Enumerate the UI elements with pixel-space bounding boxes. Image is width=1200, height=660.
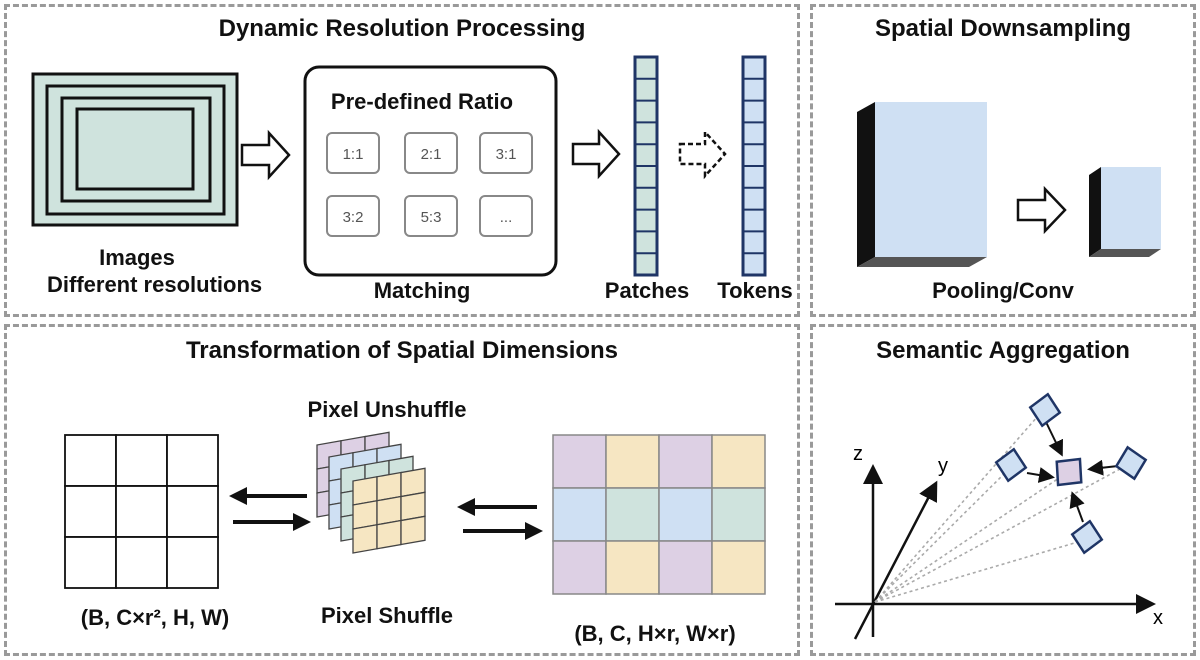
- spatial-transform-panel: Transformation of Spatial Dimensions Pix…: [4, 324, 800, 656]
- right-arrow-icon: [240, 129, 291, 181]
- dynamic-resolution-diagram: 1:1 2:1 3:1 3:2 5:3 ...: [31, 55, 767, 277]
- layer-cell: [400, 515, 426, 546]
- token-bottom: [1070, 519, 1104, 555]
- color-cell: [605, 540, 660, 595]
- semantic-aggregation-diagram: z y x: [835, 392, 1163, 640]
- grid-cell: [115, 536, 168, 589]
- color-cell: [658, 487, 713, 542]
- aggregation-arrows: [1026, 421, 1119, 523]
- pooling-conv-label: Pooling/Conv: [932, 278, 1074, 303]
- right-arrow-icon: [1016, 185, 1067, 235]
- grid-cell: [166, 434, 219, 487]
- left-grid: [64, 434, 219, 589]
- right-arrow-icon: [571, 128, 621, 180]
- predefined-ratio-title: Pre-defined Ratio: [330, 89, 514, 114]
- pixel-shuffle-label: Pixel Shuffle: [320, 603, 454, 628]
- color-cell: [658, 540, 713, 595]
- ratio-2-1: 2:1: [421, 146, 442, 163]
- right-shape-label: (B, C, H×r, W×r): [574, 621, 736, 646]
- x-axis-label: x: [1153, 607, 1163, 629]
- y-axis: [853, 480, 938, 640]
- grid-cell: [166, 536, 219, 589]
- y-axis-label: y: [938, 455, 948, 477]
- ratio-5-3: 5:3: [421, 209, 442, 226]
- token-right: [1114, 445, 1148, 481]
- grid-cell: [64, 536, 117, 589]
- color-cell: [552, 434, 607, 489]
- tokens-label: Tokens: [717, 278, 793, 303]
- pixel-unshuffle-label: Pixel Unshuffle: [307, 397, 467, 422]
- spatial-downsampling-diagram: [857, 102, 1161, 267]
- dashed-right-arrow-icon: [678, 128, 727, 180]
- panel-title: Dynamic Resolution Processing: [218, 15, 586, 42]
- images-label-line-1: Images: [99, 245, 175, 270]
- bidirectional-arrows-left: [229, 487, 311, 531]
- grid-cell: [64, 485, 117, 538]
- color-cell: [605, 487, 660, 542]
- matching-label: Matching: [373, 278, 471, 303]
- grid-cell: [166, 485, 219, 538]
- token-center: [1055, 457, 1083, 487]
- axes: [835, 464, 1156, 640]
- color-cell: [658, 434, 713, 489]
- ratio-more: ...: [500, 209, 513, 226]
- ratio-3-2: 3:2: [343, 209, 364, 226]
- spatial-transform-diagram: [64, 431, 766, 595]
- color-cell: [605, 434, 660, 489]
- token-left: [994, 447, 1028, 483]
- ratio-1-1: 1:1: [343, 146, 364, 163]
- grid-cell: [115, 434, 168, 487]
- color-cell: [552, 540, 607, 595]
- ratio-3-1: 3:1: [496, 146, 517, 163]
- images-label: Images Different resolutions: [47, 244, 263, 298]
- grid-cell: [115, 485, 168, 538]
- ratio-cells: [326, 132, 533, 237]
- token-diamonds: [994, 392, 1148, 555]
- bidirectional-arrows-right: [457, 498, 543, 540]
- color-cell: [711, 434, 766, 489]
- large-feature-map: [857, 102, 987, 267]
- panel-title: Transformation of Spatial Dimensions: [185, 337, 619, 364]
- channel-layer: [352, 467, 426, 554]
- color-cell: [552, 487, 607, 542]
- token-top: [1028, 392, 1062, 428]
- dynamic-resolution-panel: Dynamic Resolution Processing 1:1 2:1 3:…: [4, 4, 800, 317]
- left-shape-label: (B, C×r², H, W): [80, 605, 230, 630]
- tokens-column: [741, 55, 767, 277]
- z-axis-label: z: [853, 443, 863, 465]
- layer-cell: [352, 524, 378, 554]
- nested-images-icon: [31, 72, 239, 227]
- grid-cell: [64, 434, 117, 487]
- layer-cell: [376, 519, 402, 550]
- panel-title: Spatial Downsampling: [874, 15, 1132, 42]
- panel-title: Semantic Aggregation: [876, 337, 1130, 364]
- ratio-labels: 1:1 2:1 3:1 3:2 5:3 ...: [343, 146, 517, 226]
- small-feature-map: [1089, 167, 1161, 257]
- color-cell: [711, 487, 766, 542]
- projection-lines: [874, 407, 1132, 603]
- stacked-channel-layers: [316, 431, 426, 554]
- semantic-aggregation-panel: Semantic Aggregation z y x: [810, 324, 1196, 656]
- spatial-downsampling-panel: Spatial Downsampling Pooling/Conv: [810, 4, 1196, 317]
- patches-column: [633, 55, 659, 277]
- images-label-line-2: Different resolutions: [47, 272, 263, 297]
- right-color-grid: [552, 434, 766, 595]
- color-cell: [711, 540, 766, 595]
- patches-label: Patches: [604, 278, 690, 303]
